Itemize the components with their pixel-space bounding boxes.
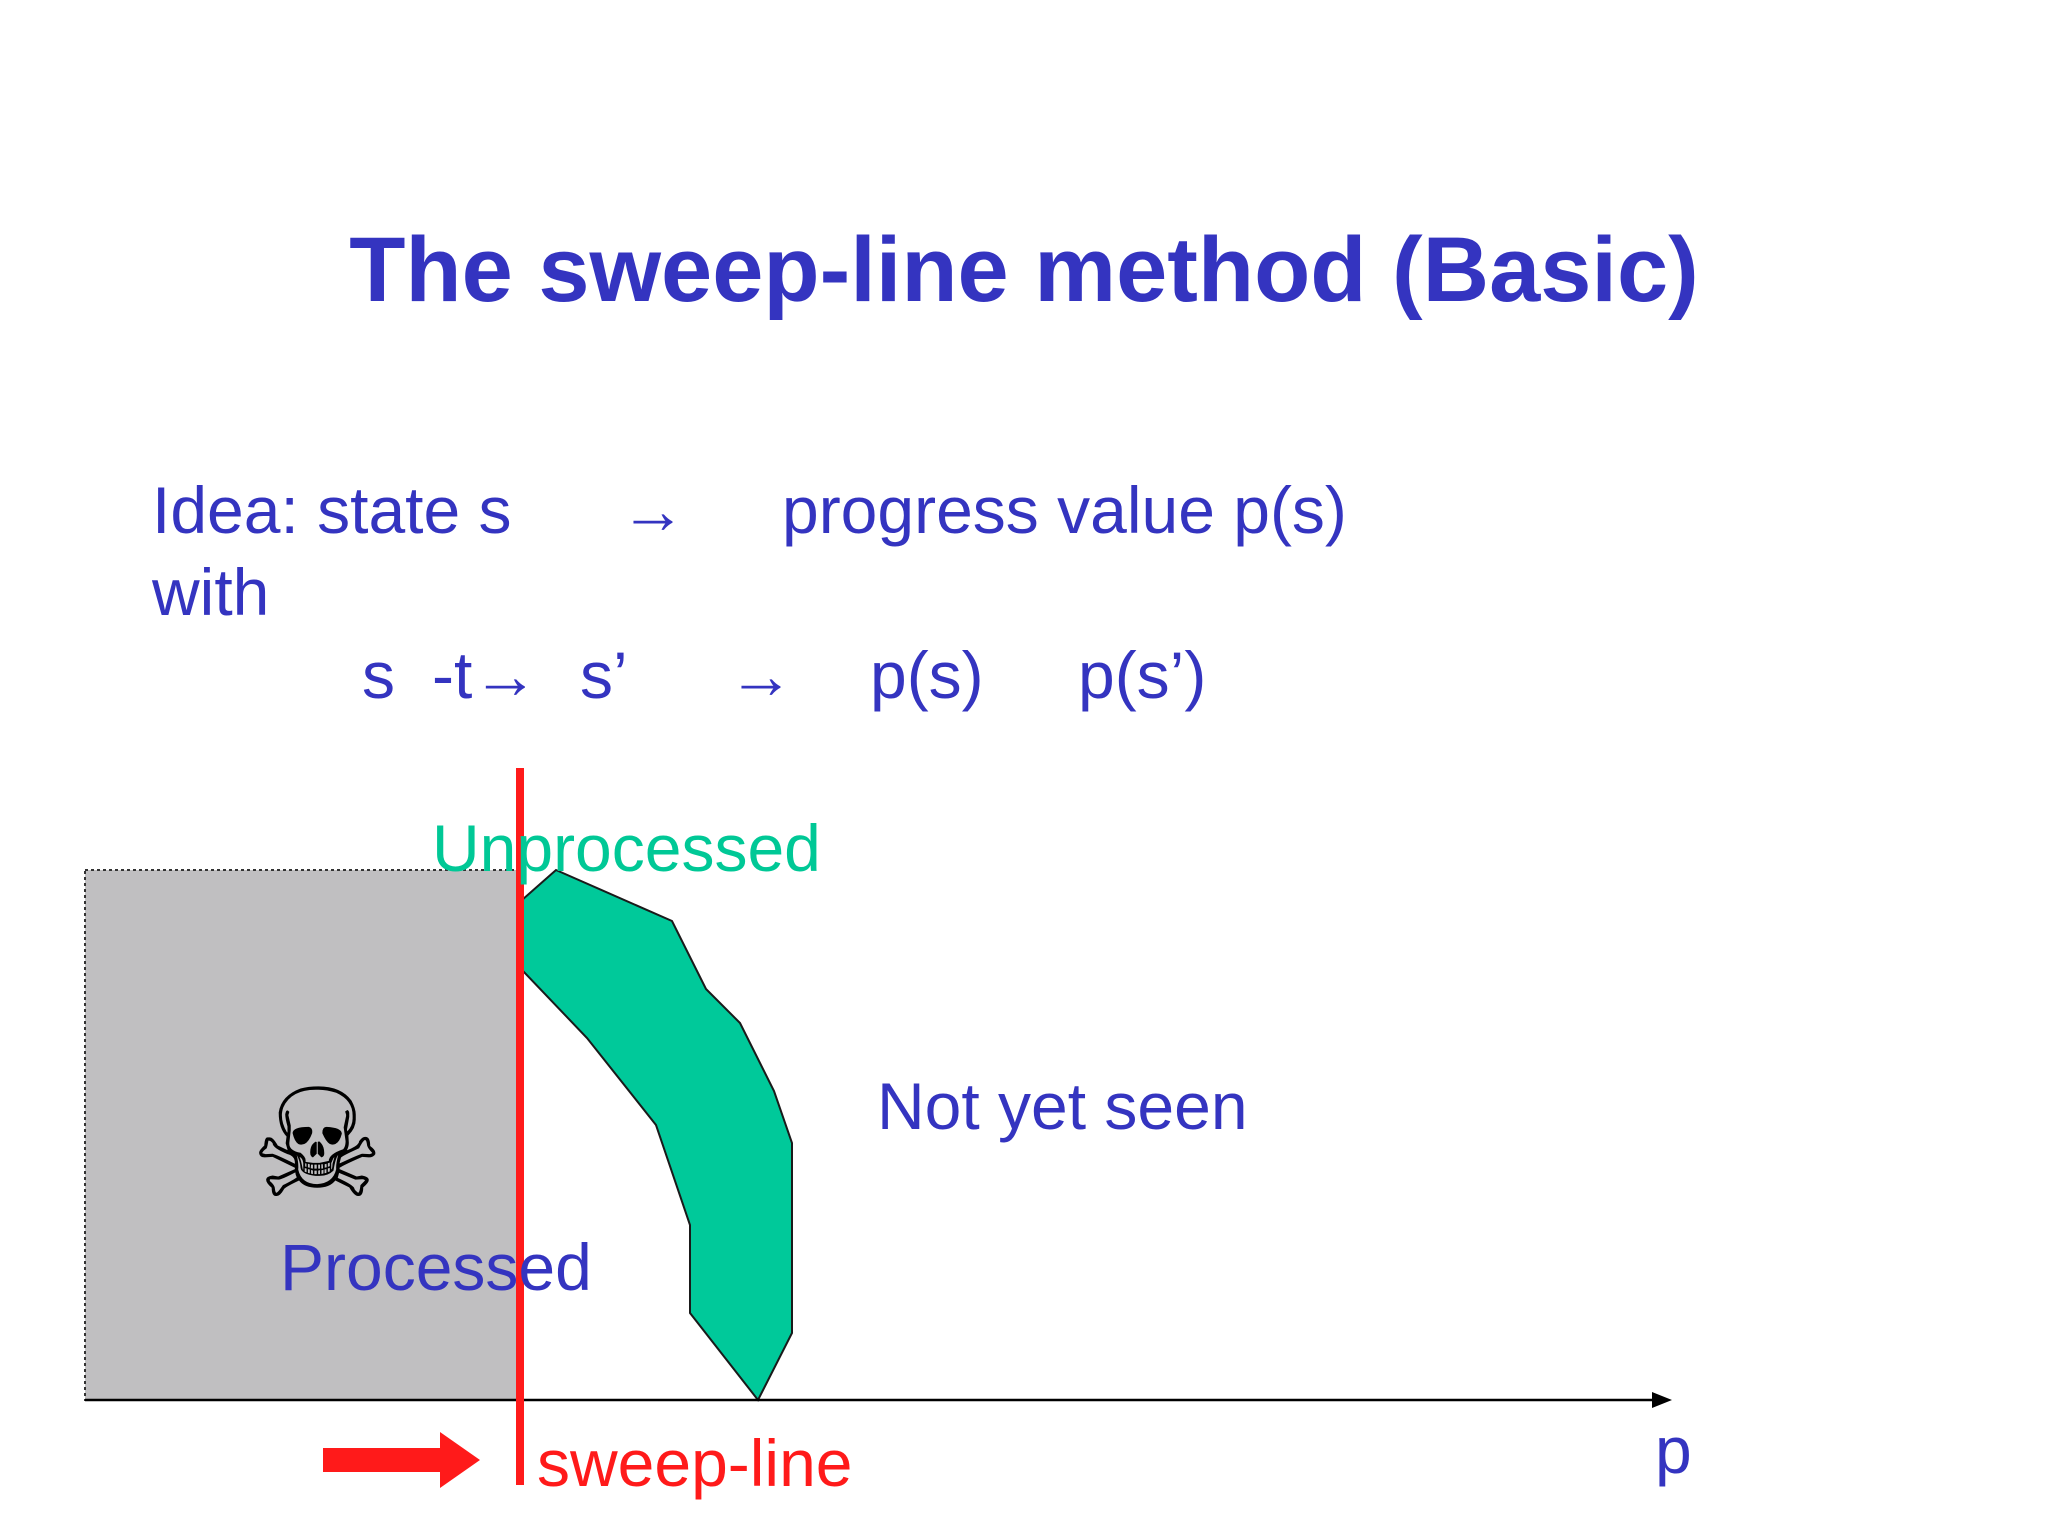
axis-label-p: p [1655,1413,1692,1487]
idea-arrow: → [620,473,686,547]
rule-arrow: → [728,638,794,712]
idea-with: with [152,555,270,629]
right-arrow-icon [323,1432,480,1488]
idea-prefix: Idea: state s [152,473,512,547]
rule-ps: p(s) [870,638,984,712]
unprocessed-region [521,868,793,1402]
rule-transition: -t→ [432,638,539,712]
skull-crossbones-icon: ☠ [250,1058,385,1232]
rule-s-prime: s’ [580,638,628,712]
label-unprocessed: Unprocessed [432,811,821,885]
processed-region [84,869,518,1401]
label-sweep-line: sweep-line [537,1426,853,1500]
slide-title: The sweep-line method (Basic) [349,219,1699,321]
label-processed: Processed [280,1230,592,1304]
rule-s: s [362,638,395,712]
idea-suffix: progress value p(s) [782,473,1347,547]
label-not-yet-seen: Not yet seen [877,1069,1248,1143]
rule-ps-prime: p(s’) [1078,638,1207,712]
axis-arrowhead [1652,1392,1672,1408]
